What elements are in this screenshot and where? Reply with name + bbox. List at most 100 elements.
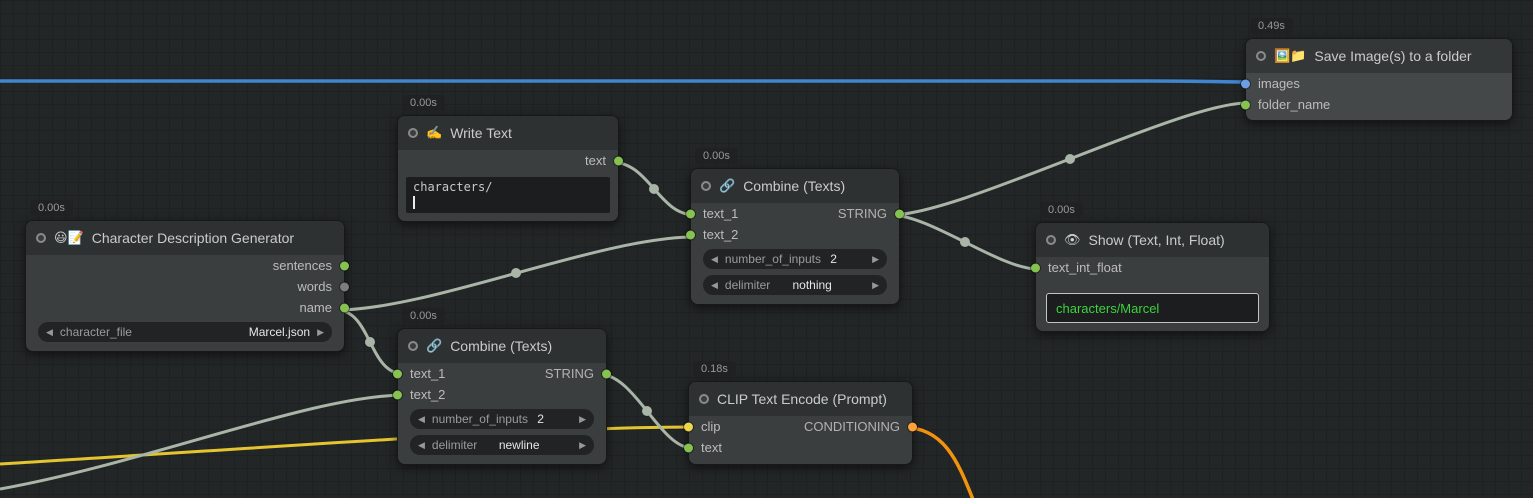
slot-row-text-int-float: text_int_float: [1031, 257, 1269, 278]
node-title: Combine (Texts): [450, 338, 553, 354]
output-port-conditioning[interactable]: [908, 422, 917, 431]
node-save-images-to-folder[interactable]: 0.49s 🖼️📁 Save Image(s) to a folder imag…: [1241, 18, 1513, 121]
output-row-name: name: [26, 297, 349, 318]
increment-arrow-icon[interactable]: ▶: [872, 253, 879, 264]
node-header: ✍️ Write Text: [398, 116, 618, 150]
output-label-text: text: [585, 153, 606, 168]
input-port-folder-name[interactable]: [1241, 100, 1250, 109]
input-port-text-2[interactable]: [393, 390, 402, 399]
show-value-text: characters/Marcel: [1056, 300, 1160, 316]
node-combine-texts-top[interactable]: 0.00s 🔗 Combine (Texts) text_1 STRING te…: [686, 148, 904, 305]
node-header: 😃📝 Character Description Generator: [26, 221, 344, 255]
delimiter-widget[interactable]: ◀ delimiter nothing ▶: [703, 275, 887, 295]
output-port-sentences[interactable]: [340, 261, 349, 270]
output-label-name: name: [299, 300, 332, 315]
output-label-words: words: [297, 279, 332, 294]
slot-row-folder-name: folder_name: [1241, 94, 1512, 115]
text-cursor: [413, 196, 415, 209]
wire-images-blue: [0, 79, 1249, 84]
increment-arrow-icon[interactable]: ▶: [317, 326, 324, 337]
decrement-arrow-icon[interactable]: ◀: [711, 253, 718, 264]
collapse-dot[interactable]: [1046, 235, 1056, 245]
output-label-string: STRING: [837, 206, 887, 221]
input-port-text-2[interactable]: [686, 230, 695, 239]
input-port-text[interactable]: [684, 443, 693, 452]
node-title: Save Image(s) to a folder: [1314, 48, 1472, 64]
wire-offscreen-to-combine2-text2: [0, 393, 405, 491]
slot-row-text2: text_2: [393, 384, 606, 405]
widget-value: nothing: [792, 278, 832, 292]
text-input-area[interactable]: characters/: [406, 177, 610, 213]
widget-label: character_file: [59, 325, 132, 339]
decrement-arrow-icon[interactable]: ◀: [418, 439, 425, 450]
wire-midpoint-dot: [511, 268, 521, 278]
decrement-arrow-icon[interactable]: ◀: [418, 413, 425, 424]
character-pencil-icon: 😃📝: [54, 230, 84, 245]
output-label-string: STRING: [544, 366, 594, 381]
widget-label: delimiter: [724, 278, 771, 292]
output-port-name[interactable]: [340, 303, 349, 312]
execution-time-badge: 0.00s: [1040, 202, 1083, 218]
wire-midpoint-dot: [649, 184, 659, 194]
output-row-text: text: [398, 150, 623, 171]
node-title: Show (Text, Int, Float): [1088, 232, 1225, 248]
input-label-text-2: text_2: [703, 227, 739, 242]
widget-value: 2: [537, 412, 544, 426]
wire-midpoint-dot: [960, 237, 970, 247]
slot-row-text2: text_2: [686, 224, 899, 245]
output-port-words[interactable]: [340, 282, 349, 291]
node-clip-text-encode[interactable]: 0.18s CLIP Text Encode (Prompt) clip CON…: [684, 361, 917, 465]
node-show-text-int-float[interactable]: 0.00s 👁 Show (Text, Int, Float) text_int…: [1031, 202, 1270, 332]
slot-row-clip-conditioning: clip CONDITIONING: [684, 416, 917, 437]
slot-row-text1-string: text_1 STRING: [686, 203, 904, 224]
node-header: 🔗 Combine (Texts): [398, 329, 606, 363]
node-combine-texts-bottom[interactable]: 0.00s 🔗 Combine (Texts) text_1 STRING te…: [393, 308, 611, 465]
increment-arrow-icon[interactable]: ▶: [579, 413, 586, 424]
input-port-text-int-float[interactable]: [1031, 263, 1040, 272]
link-icon: 🔗: [426, 338, 443, 353]
input-label-text-2: text_2: [410, 387, 446, 402]
increment-arrow-icon[interactable]: ▶: [579, 439, 586, 450]
output-port-string[interactable]: [895, 209, 904, 218]
collapse-dot[interactable]: [1256, 51, 1266, 61]
node-character-description-generator[interactable]: 0.00s 😃📝 Character Description Generator…: [25, 200, 349, 352]
execution-time-badge: 0.00s: [695, 148, 738, 164]
collapse-dot[interactable]: [701, 181, 711, 191]
slot-row-text: text: [684, 437, 912, 458]
number-of-inputs-widget[interactable]: ◀ number_of_inputs 2 ▶: [703, 249, 887, 269]
delimiter-widget[interactable]: ◀ delimiter newline ▶: [410, 435, 594, 455]
execution-time-badge: 0.18s: [693, 361, 736, 377]
node-title: Character Description Generator: [91, 230, 295, 246]
input-port-text-1[interactable]: [393, 369, 402, 378]
widget-value: Marcel.json: [248, 325, 311, 339]
collapse-dot[interactable]: [699, 394, 709, 404]
output-port-text[interactable]: [614, 156, 623, 165]
collapse-dot[interactable]: [36, 233, 46, 243]
eye-icon: 👁: [1064, 232, 1081, 247]
widget-value: 2: [830, 252, 837, 266]
number-of-inputs-widget[interactable]: ◀ number_of_inputs 2 ▶: [410, 409, 594, 429]
decrement-arrow-icon[interactable]: ◀: [711, 279, 718, 290]
input-port-images[interactable]: [1241, 79, 1250, 88]
input-label-clip: clip: [701, 419, 721, 434]
input-label-text-1: text_1: [410, 366, 446, 381]
input-port-clip[interactable]: [684, 422, 693, 431]
slot-row-images: images: [1241, 73, 1512, 94]
node-write-text[interactable]: 0.00s ✍️ Write Text text characters/: [397, 95, 623, 222]
collapse-dot[interactable]: [408, 128, 418, 138]
input-label-images: images: [1258, 76, 1300, 91]
image-folder-icon: 🖼️📁: [1274, 48, 1307, 63]
decrement-arrow-icon[interactable]: ◀: [46, 326, 53, 337]
character-file-widget[interactable]: ◀ character_file Marcel.json ▶: [38, 322, 332, 342]
collapse-dot[interactable]: [408, 341, 418, 351]
widget-label: number_of_inputs: [431, 412, 528, 426]
wire-midpoint-dot: [365, 337, 375, 347]
wire-midpoint-dot: [1065, 154, 1075, 164]
output-label-conditioning: CONDITIONING: [803, 419, 900, 434]
increment-arrow-icon[interactable]: ▶: [872, 279, 879, 290]
node-header: 🖼️📁 Save Image(s) to a folder: [1246, 39, 1512, 73]
output-port-string[interactable]: [602, 369, 611, 378]
input-port-text-1[interactable]: [686, 209, 695, 218]
